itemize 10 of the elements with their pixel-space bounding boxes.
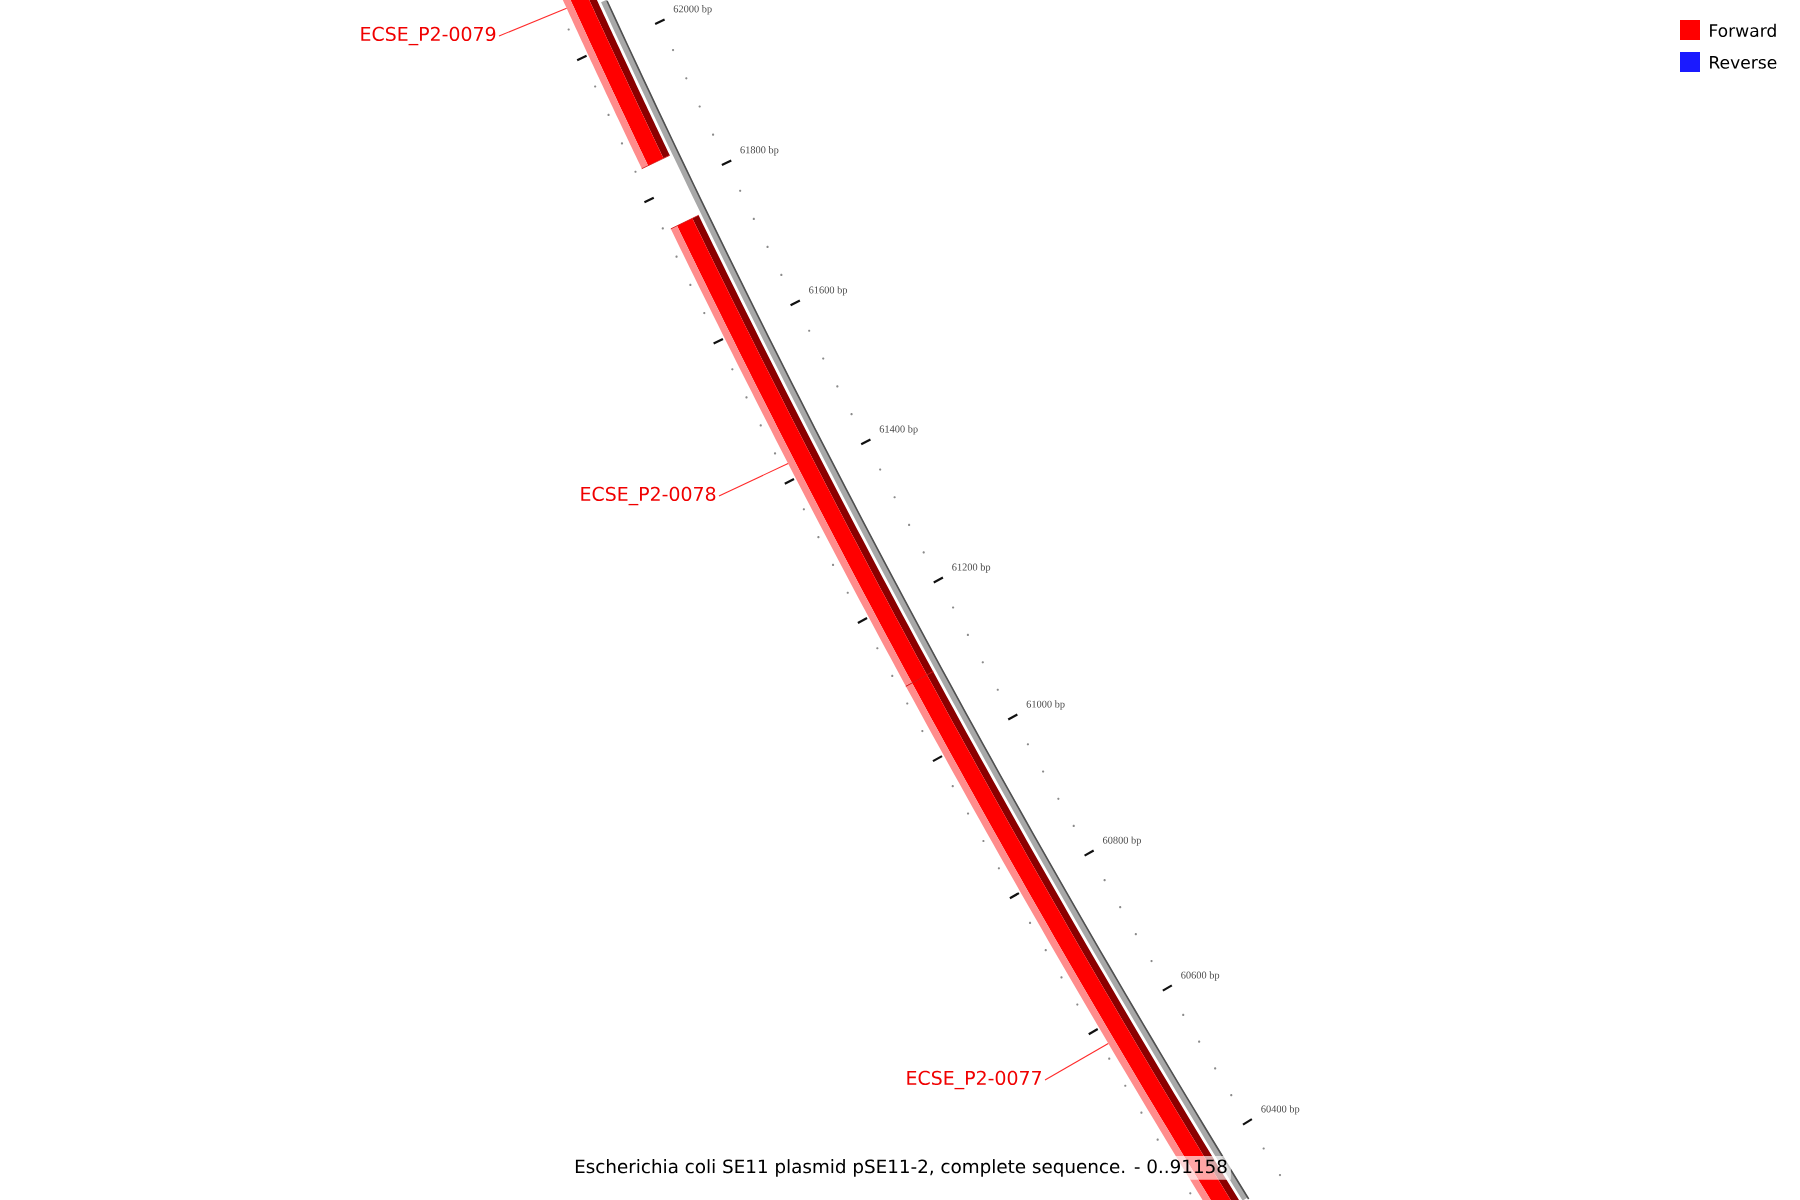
gene-label: ECSE_P2-0078 xyxy=(581,486,716,506)
leader-line xyxy=(718,462,789,497)
leader-line xyxy=(498,7,568,37)
gene-label: ECSE_P2-0077 xyxy=(907,1070,1041,1090)
legend-label: Reverse xyxy=(1710,56,1777,69)
caption: Escherichia coli SE11 plasmid pSE11-2, complete sequence. - 0..91158 xyxy=(571,1156,1231,1180)
legend-label: Forward xyxy=(1710,23,1776,38)
gene-label: ECSE_P2-0079 xyxy=(361,26,496,46)
gene-bar xyxy=(562,0,671,170)
leader-line xyxy=(1044,1042,1109,1081)
